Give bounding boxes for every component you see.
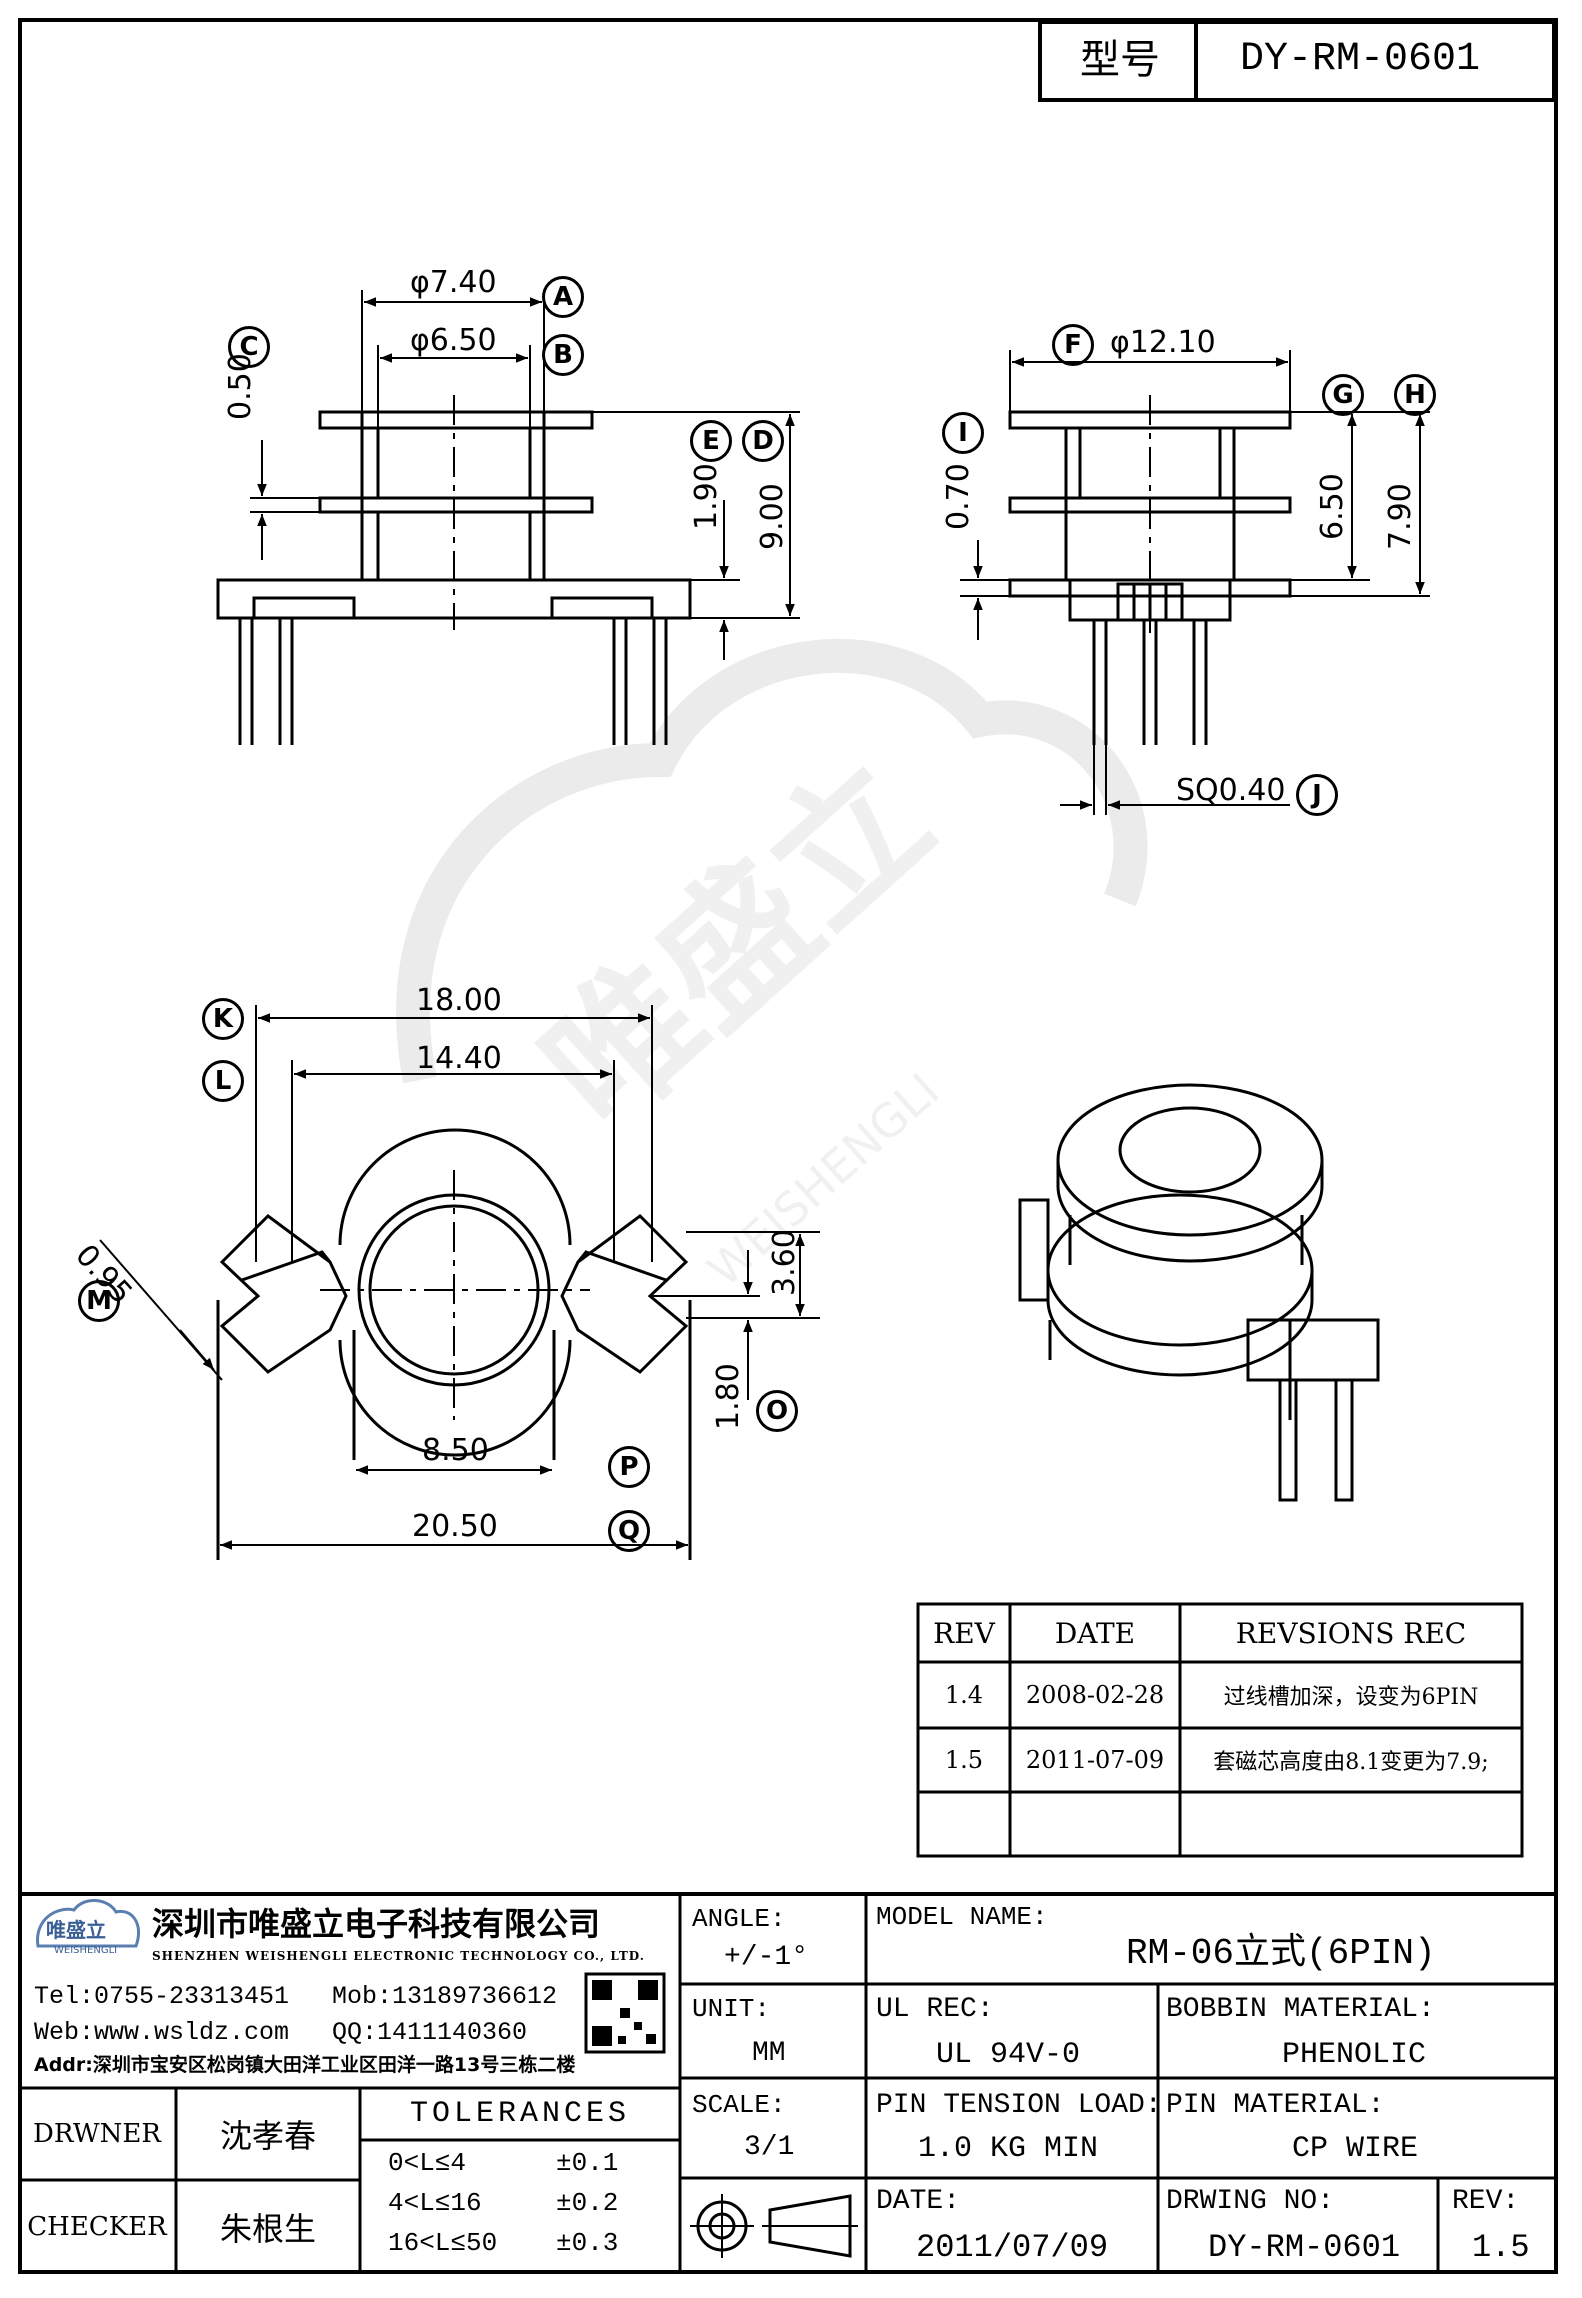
tol-value-2: ±0.2 xyxy=(556,2188,619,2218)
rev-header-date: DATE xyxy=(1054,1616,1136,1650)
pin-material-value: CP WIRE xyxy=(1292,2132,1419,2166)
rev-row-2-rec: 套磁芯高度由8.1变更为7.9; xyxy=(1213,1750,1489,1775)
angle-value: +/-1° xyxy=(724,1942,809,1973)
scale-label: SCALE: xyxy=(692,2090,786,2120)
marker-o: O xyxy=(756,1390,798,1432)
rev-row-1-rec: 过线槽加深，设变为6PIN xyxy=(1223,1685,1479,1710)
company-name-en: SHENZHEN WEISHENGLI ELECTRONIC TECHNOLOG… xyxy=(152,1949,645,1963)
pin-material-label: PIN MATERIAL: xyxy=(1166,2090,1385,2121)
unit-value: MM xyxy=(752,2038,786,2069)
rev-header-rev: REV xyxy=(933,1616,995,1650)
dim-h: 7.90 xyxy=(1383,483,1418,550)
dim-k: 18.00 xyxy=(416,983,502,1018)
date-value: 2011/07/09 xyxy=(916,2229,1109,2266)
bobbin-label: BOBBIN MATERIAL: xyxy=(1166,1994,1435,2025)
dim-q: 20.50 xyxy=(412,1509,498,1544)
rev-row-1-rev: 1.4 xyxy=(944,1681,984,1709)
front-view xyxy=(216,290,800,745)
plan-view xyxy=(99,1005,820,1560)
marker-c: C xyxy=(228,326,270,368)
unit-label: UNIT: xyxy=(692,1994,771,2024)
angle-label: ANGLE: xyxy=(692,1904,786,1934)
drawer-label: DRWNER xyxy=(33,2119,161,2149)
company-logo-mark xyxy=(36,1899,140,1948)
dim-o: 1.80 xyxy=(711,1363,746,1430)
marker-l: L xyxy=(202,1060,244,1102)
dim-j: SQ0.40 xyxy=(1176,773,1286,808)
model-value: RM-06立式(6PIN) xyxy=(1126,1933,1436,1974)
company-tel: Tel:0755-23313451 xyxy=(34,1982,290,2011)
dim-a: φ7.40 xyxy=(410,265,497,300)
tol-value-3: ±0.3 xyxy=(556,2228,619,2258)
marker-f: F xyxy=(1052,324,1094,366)
marker-m: M xyxy=(78,1280,120,1322)
marker-q: Q xyxy=(608,1510,650,1552)
rev-header-rec: REVSIONS REC xyxy=(1235,1616,1467,1650)
marker-b: B xyxy=(542,334,584,376)
bobbin-value: PHENOLIC xyxy=(1282,2038,1427,2072)
dim-i: 0.70 xyxy=(941,463,976,530)
dim-e: 1.90 xyxy=(689,463,724,530)
isometric-view xyxy=(1018,1083,1380,1502)
marker-a: A xyxy=(542,276,584,318)
logo-sub: WEISHENGLI xyxy=(54,1945,118,1956)
dim-f: φ12.10 xyxy=(1110,325,1216,360)
scale-value: 3/1 xyxy=(744,2132,795,2163)
marker-i: I xyxy=(942,412,984,454)
projection-symbol xyxy=(690,2194,858,2258)
marker-g: G xyxy=(1322,374,1364,416)
company-addr: Addr:深圳市宝安区松岗镇大田洋工业区田洋一路13号三栋二楼 xyxy=(34,2054,576,2076)
tol-range-2: 4<L≤16 xyxy=(388,2188,482,2218)
rev-value: 1.5 xyxy=(1472,2229,1530,2266)
tol-range-1: 0<L≤4 xyxy=(388,2148,467,2178)
company-web: Web:www.wsldz.com xyxy=(34,2018,290,2047)
dim-p: 8.50 xyxy=(422,1433,489,1468)
qr-code xyxy=(584,1972,666,2054)
type-label: 型号 xyxy=(1080,37,1160,83)
pin-tension-label: PIN TENSION LOAD: xyxy=(876,2090,1162,2121)
pin-tension-value: 1.0 KG MIN xyxy=(918,2132,1099,2166)
dim-g: 6.50 xyxy=(1315,473,1350,540)
marker-d: D xyxy=(742,420,784,462)
tol-value-1: ±0.1 xyxy=(556,2148,619,2178)
revision-table-grid xyxy=(916,1602,1524,1858)
dim-b: φ6.50 xyxy=(410,323,497,358)
marker-p: P xyxy=(608,1446,650,1488)
company-mob: Mob:13189736612 xyxy=(332,1982,558,2011)
side-view xyxy=(960,350,1430,815)
rev-row-1-date: 2008-02-28 xyxy=(1025,1681,1165,1709)
title-block-grid xyxy=(18,1892,1558,2274)
company-name-cn: 深圳市唯盛立电子科技有限公司 xyxy=(152,1905,601,1943)
rev-row-2-rev: 1.5 xyxy=(944,1746,984,1774)
marker-k: K xyxy=(202,998,244,1040)
marker-e: E xyxy=(690,420,732,462)
date-label: DATE: xyxy=(876,2186,961,2217)
marker-j: J xyxy=(1296,774,1338,816)
marker-h: H xyxy=(1394,374,1436,416)
drwing-label: DRWING NO: xyxy=(1166,2186,1335,2217)
rev-row-2-date: 2011-07-09 xyxy=(1025,1746,1165,1774)
drawer-name: 沈孝春 xyxy=(219,2117,316,2155)
tol-range-3: 16<L≤50 xyxy=(388,2228,498,2258)
header-box xyxy=(1038,20,1556,102)
ul-label: UL REC: xyxy=(876,1994,994,2025)
rev-label: REV: xyxy=(1452,2186,1520,2217)
watermark xyxy=(396,639,1148,1084)
drawing-frame xyxy=(18,18,1558,2274)
logo-text: 唯盛立 xyxy=(46,1918,106,1942)
model-label: MODEL NAME: xyxy=(876,1902,1048,1932)
drwing-value: DY-RM-0601 xyxy=(1208,2229,1401,2266)
tolerances-title: TOLERANCES xyxy=(409,2097,631,2131)
model-number-header: DY-RM-0601 xyxy=(1240,37,1481,82)
checker-name: 朱根生 xyxy=(219,2210,316,2248)
ul-value: UL 94V-0 xyxy=(936,2038,1081,2072)
company-qq: QQ:1411140360 xyxy=(332,2018,528,2047)
dim-d: 9.00 xyxy=(755,483,790,550)
checker-label: CHECKER xyxy=(27,2212,167,2242)
dim-l: 14.40 xyxy=(416,1041,502,1076)
